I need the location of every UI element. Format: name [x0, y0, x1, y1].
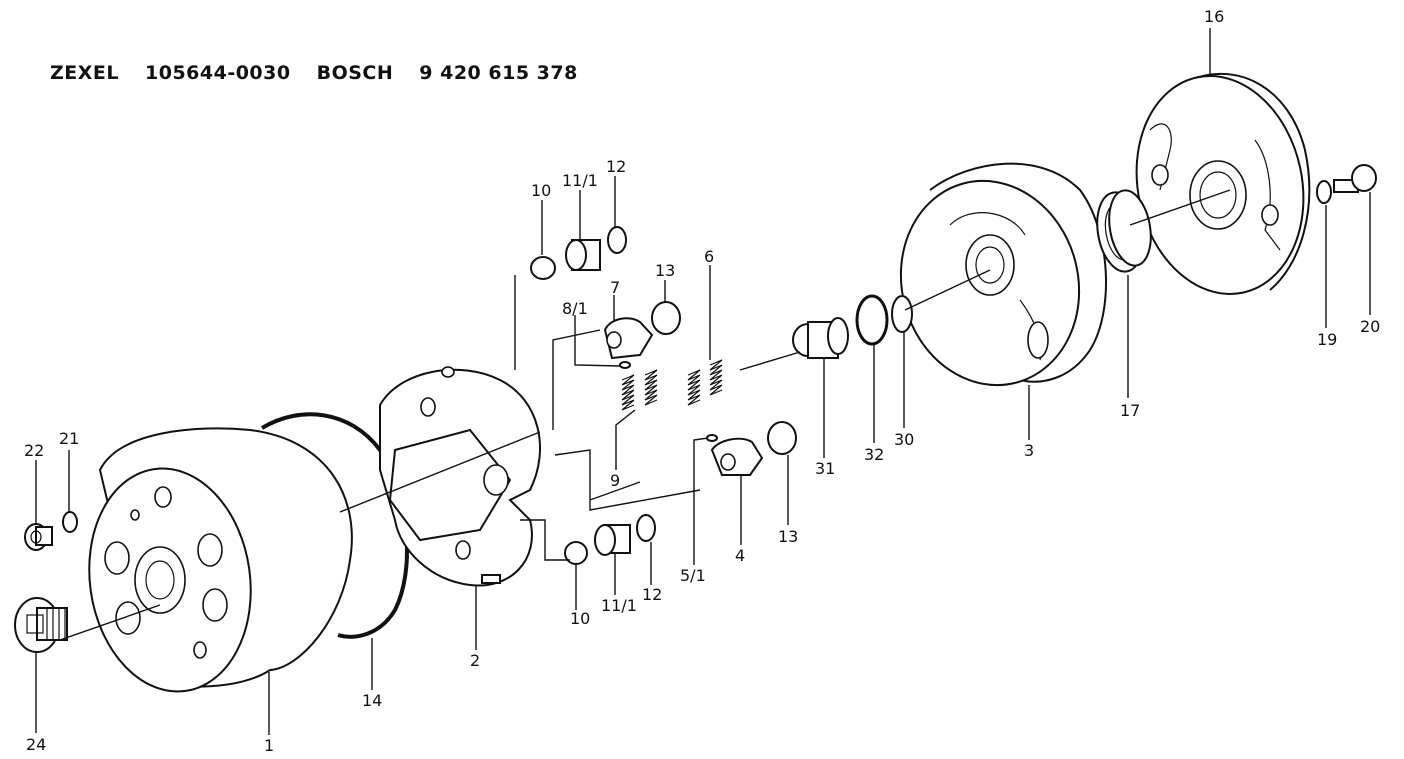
pivot-part-7 [603, 317, 654, 360]
label-8-1: 8/1 [562, 299, 588, 318]
washer-part-21 [62, 511, 78, 533]
label-13-bottom: 13 [778, 527, 798, 546]
label-17: 17 [1120, 401, 1140, 420]
washer-part-12-bottom [636, 514, 656, 542]
header-brand-zexel: ZEXEL [50, 62, 119, 84]
label-13-top: 13 [655, 261, 675, 280]
bearing-part-17 [1096, 189, 1152, 273]
nut-part-31 [792, 317, 849, 359]
label-9: 9 [610, 471, 620, 490]
header-brand-bosch: BOSCH [316, 62, 394, 84]
label-4: 4 [735, 546, 745, 565]
label-11-1-bottom: 11/1 [601, 596, 637, 615]
sleeve-part-10-top [530, 256, 556, 280]
spacer-part-11-1-bottom [594, 524, 631, 556]
label-12-bottom: 12 [642, 585, 662, 604]
shim-part-8-1 [619, 361, 631, 369]
label-30: 30 [894, 430, 914, 449]
label-10-bottom: 10 [570, 609, 590, 628]
spacer-part-11-1-top [565, 239, 601, 271]
header-zexel-number: 105644-0030 [145, 62, 291, 84]
label-7: 7 [610, 278, 620, 297]
plug-screw-part-24 [14, 597, 68, 653]
drum-part-3 [899, 162, 1108, 387]
washer-part-12-top [607, 226, 627, 254]
seat-part-13-bottom [767, 421, 797, 455]
washer-part-19 [1316, 180, 1332, 204]
assembly-axis [59, 189, 1231, 641]
label-14: 14 [362, 691, 382, 710]
assembly-guides [514, 275, 701, 561]
label-6: 6 [704, 247, 714, 266]
pivot-part-4 [710, 437, 764, 476]
leader-lines [35, 28, 1371, 735]
cover-part-16 [1135, 72, 1311, 295]
label-21: 21 [59, 429, 79, 448]
header-bosch-number: 9 420 615 378 [419, 62, 578, 84]
sleeve-part-10-bottom [564, 541, 588, 565]
label-31: 31 [815, 459, 835, 478]
label-32: 32 [864, 445, 884, 464]
ring-part-32 [855, 294, 889, 346]
washer-part-30 [891, 295, 913, 333]
spring-part-9 [621, 369, 658, 411]
header-part-numbers: ZEXEL 105644-0030 BOSCH 9 420 615 378 [50, 62, 604, 84]
label-22: 22 [24, 441, 44, 460]
label-16: 16 [1204, 7, 1224, 26]
label-24: 24 [26, 735, 46, 754]
screw-part-22 [24, 523, 53, 551]
label-2: 2 [470, 651, 480, 670]
label-1: 1 [264, 736, 274, 754]
seat-part-13-top [651, 301, 681, 335]
bolt-part-20 [1333, 164, 1377, 193]
housing-part-1 [88, 427, 353, 693]
label-10-top: 10 [531, 181, 551, 200]
label-5-1: 5/1 [680, 566, 706, 585]
label-11-1-top: 11/1 [562, 171, 598, 190]
label-20: 20 [1360, 317, 1380, 336]
label-3: 3 [1024, 441, 1034, 460]
label-19: 19 [1317, 330, 1337, 349]
hub-part-2 [379, 366, 541, 587]
spring-part-6 [687, 359, 723, 406]
label-12-top: 12 [606, 157, 626, 176]
shim-part-5-1 [706, 434, 718, 442]
